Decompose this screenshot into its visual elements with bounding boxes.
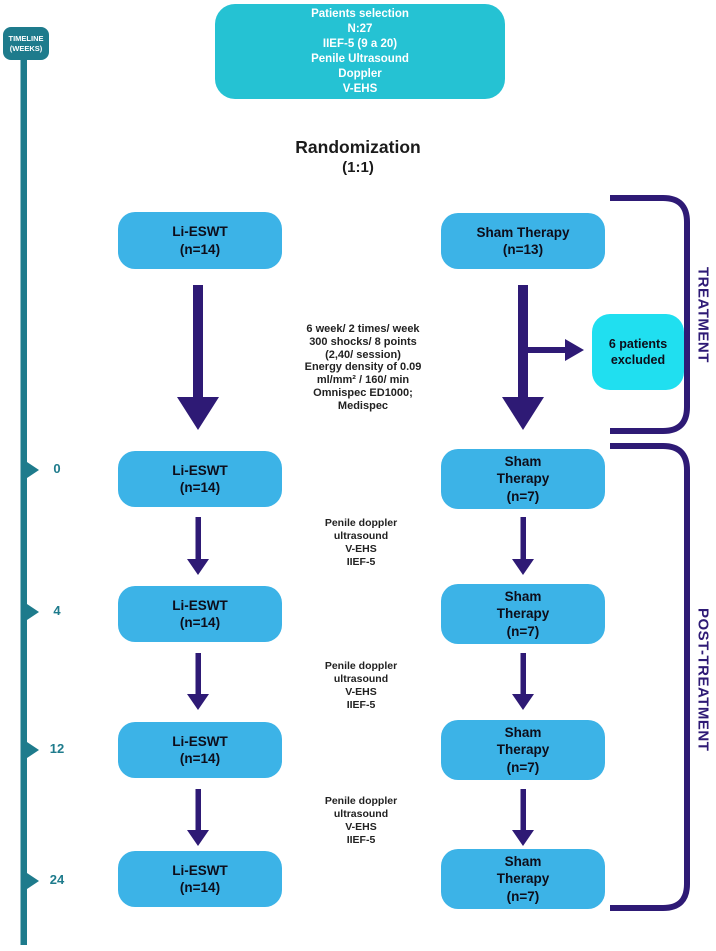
sham-week0-box: Sham Therapy (n=7) (441, 449, 605, 509)
timeline-marker-arrow-icon (21, 458, 39, 482)
assessment-line: V-EHS (345, 686, 377, 698)
arm-box-line: (n=13) (502, 242, 544, 257)
arm-box-line: (n=7) (506, 888, 540, 904)
down-arrow (187, 789, 209, 846)
timeline-badge-line1: TIMELINE (8, 34, 44, 43)
assessment-line: Penile doppler (324, 660, 398, 672)
protocol-line: 6 week/ 2 times/ week (306, 323, 420, 335)
timeline-week-label: 24 (49, 872, 65, 887)
arm-box-line: Therapy (496, 871, 550, 887)
arm-box-line: Li-ESWT (172, 597, 228, 613)
sham-week4-box: Sham Therapy (n=7) (441, 584, 605, 644)
down-arrow (512, 789, 534, 846)
assessment-note: Penile doppler ultrasound V-EHS IIEF-5 (291, 795, 431, 847)
treatment-protocol-note: 6 week/ 2 times/ week 300 shocks/ 8 poin… (278, 323, 448, 413)
arm-box-line: (n=7) (506, 759, 540, 775)
sham-week24-box: Sham Therapy (n=7) (441, 849, 605, 909)
arm-box-line: Therapy (496, 471, 550, 487)
assessment-line: IIEF-5 (346, 699, 376, 711)
assessment-line: Penile doppler (324, 795, 398, 807)
down-arrow (187, 653, 209, 710)
arm-box-line: Therapy (496, 606, 550, 622)
protocol-line: ml/mm² / 160/ min (316, 374, 410, 387)
timeline-badge-line2: (WEEKS) (9, 43, 43, 53)
arm-box-line: Sham (504, 853, 542, 869)
protocol-line: Energy density of 0.09 (304, 361, 422, 374)
big-down-arrow-li (177, 285, 219, 430)
protocol-line: 300 shocks/ 8 points (309, 335, 417, 348)
sham-week12-box: Sham Therapy (n=7) (441, 720, 605, 780)
assessment-note: Penile doppler ultrasound V-EHS IIEF-5 (291, 517, 431, 569)
treatment-phase-label: TREATMENT (694, 267, 712, 363)
post-treatment-phase-label: POST-TREATMENT (694, 608, 712, 752)
li-eswt-week24-box: Li-ESWT (n=14) (118, 851, 282, 907)
assessment-line: ultrasound (333, 808, 389, 820)
protocol-line: Omnispec ED1000; (313, 386, 413, 399)
protocol-line: Medispec (337, 399, 389, 412)
down-arrow (187, 517, 209, 575)
timeline-marker-arrow-icon (21, 738, 39, 762)
sham-arm-box: Sham Therapy (n=13) (441, 213, 605, 269)
arm-box-line: (n=7) (506, 623, 540, 639)
post-treatment-bracket (610, 443, 690, 911)
arm-box-line: Li-ESWT (172, 224, 228, 239)
arm-box-line: Sham (504, 588, 542, 604)
randomization-ratio: (1:1) (342, 159, 374, 176)
arm-box-line: Li-ESWT (172, 862, 228, 878)
assessment-line: IIEF-5 (346, 834, 376, 846)
excluded-branch-arrow (528, 339, 584, 361)
timeline-week-label: 12 (49, 741, 65, 756)
li-eswt-week4-box: Li-ESWT (n=14) (118, 586, 282, 642)
timeline-week-label: 0 (53, 461, 61, 476)
timeline-week-label: 4 (53, 603, 61, 618)
assessment-line: V-EHS (345, 821, 377, 833)
selection-line: IIEF-5 (9 a 20) (322, 37, 398, 50)
down-arrow (512, 653, 534, 710)
arm-box-line: (n=14) (179, 241, 221, 257)
randomization-heading: Randomization (1:1) (258, 136, 458, 177)
assessment-line: IIEF-5 (346, 556, 376, 568)
protocol-line: (2,40/ session) (325, 348, 401, 361)
arm-box-line: Sham (504, 453, 542, 469)
arm-box-line: Sham Therapy (476, 224, 570, 240)
arm-box-line: Li-ESWT (172, 462, 228, 478)
arm-box-line: (n=14) (179, 480, 221, 495)
arm-box-line: (n=7) (506, 488, 540, 504)
li-eswt-week0-box: Li-ESWT (n=14) (118, 451, 282, 507)
patients-excluded-box: 6 patients excluded (592, 314, 684, 390)
selection-line: Doppler (338, 67, 382, 80)
selection-line: V-EHS (342, 82, 378, 95)
arm-box-line: Li-ESWT (172, 733, 228, 749)
arm-box-line: (n=14) (179, 880, 221, 895)
arm-box-line: (n=14) (179, 615, 221, 630)
timeline-marker-arrow-icon (21, 600, 39, 624)
timeline-axis-line (20, 56, 27, 945)
li-eswt-week12-box: Li-ESWT (n=14) (118, 722, 282, 778)
excluded-line: 6 patients (608, 337, 668, 351)
arm-box-line: Sham (504, 724, 542, 740)
arm-box-line: (n=14) (179, 751, 221, 766)
arm-box-line: Therapy (496, 742, 550, 758)
patients-selection-box: Patients selection N:27 IIEF-5 (9 a 20) … (215, 4, 505, 99)
assessment-line: Penile doppler (324, 517, 398, 529)
timeline-badge: TIMELINE (WEEKS) (3, 27, 49, 60)
assessment-line: ultrasound (333, 530, 389, 542)
li-eswt-arm-box: Li-ESWT (n=14) (118, 212, 282, 269)
excluded-line: excluded (610, 353, 666, 367)
assessment-line: V-EHS (345, 543, 377, 555)
selection-line: Penile Ultrasound (311, 52, 409, 65)
randomization-title: Randomization (295, 137, 421, 157)
assessment-note: Penile doppler ultrasound V-EHS IIEF-5 (291, 660, 431, 712)
selection-line: Patients selection (311, 7, 409, 20)
assessment-line: ultrasound (333, 673, 389, 685)
timeline-marker-arrow-icon (21, 869, 39, 893)
selection-line: N:27 (347, 22, 373, 35)
big-down-arrow-sham (502, 285, 544, 430)
down-arrow (512, 517, 534, 575)
